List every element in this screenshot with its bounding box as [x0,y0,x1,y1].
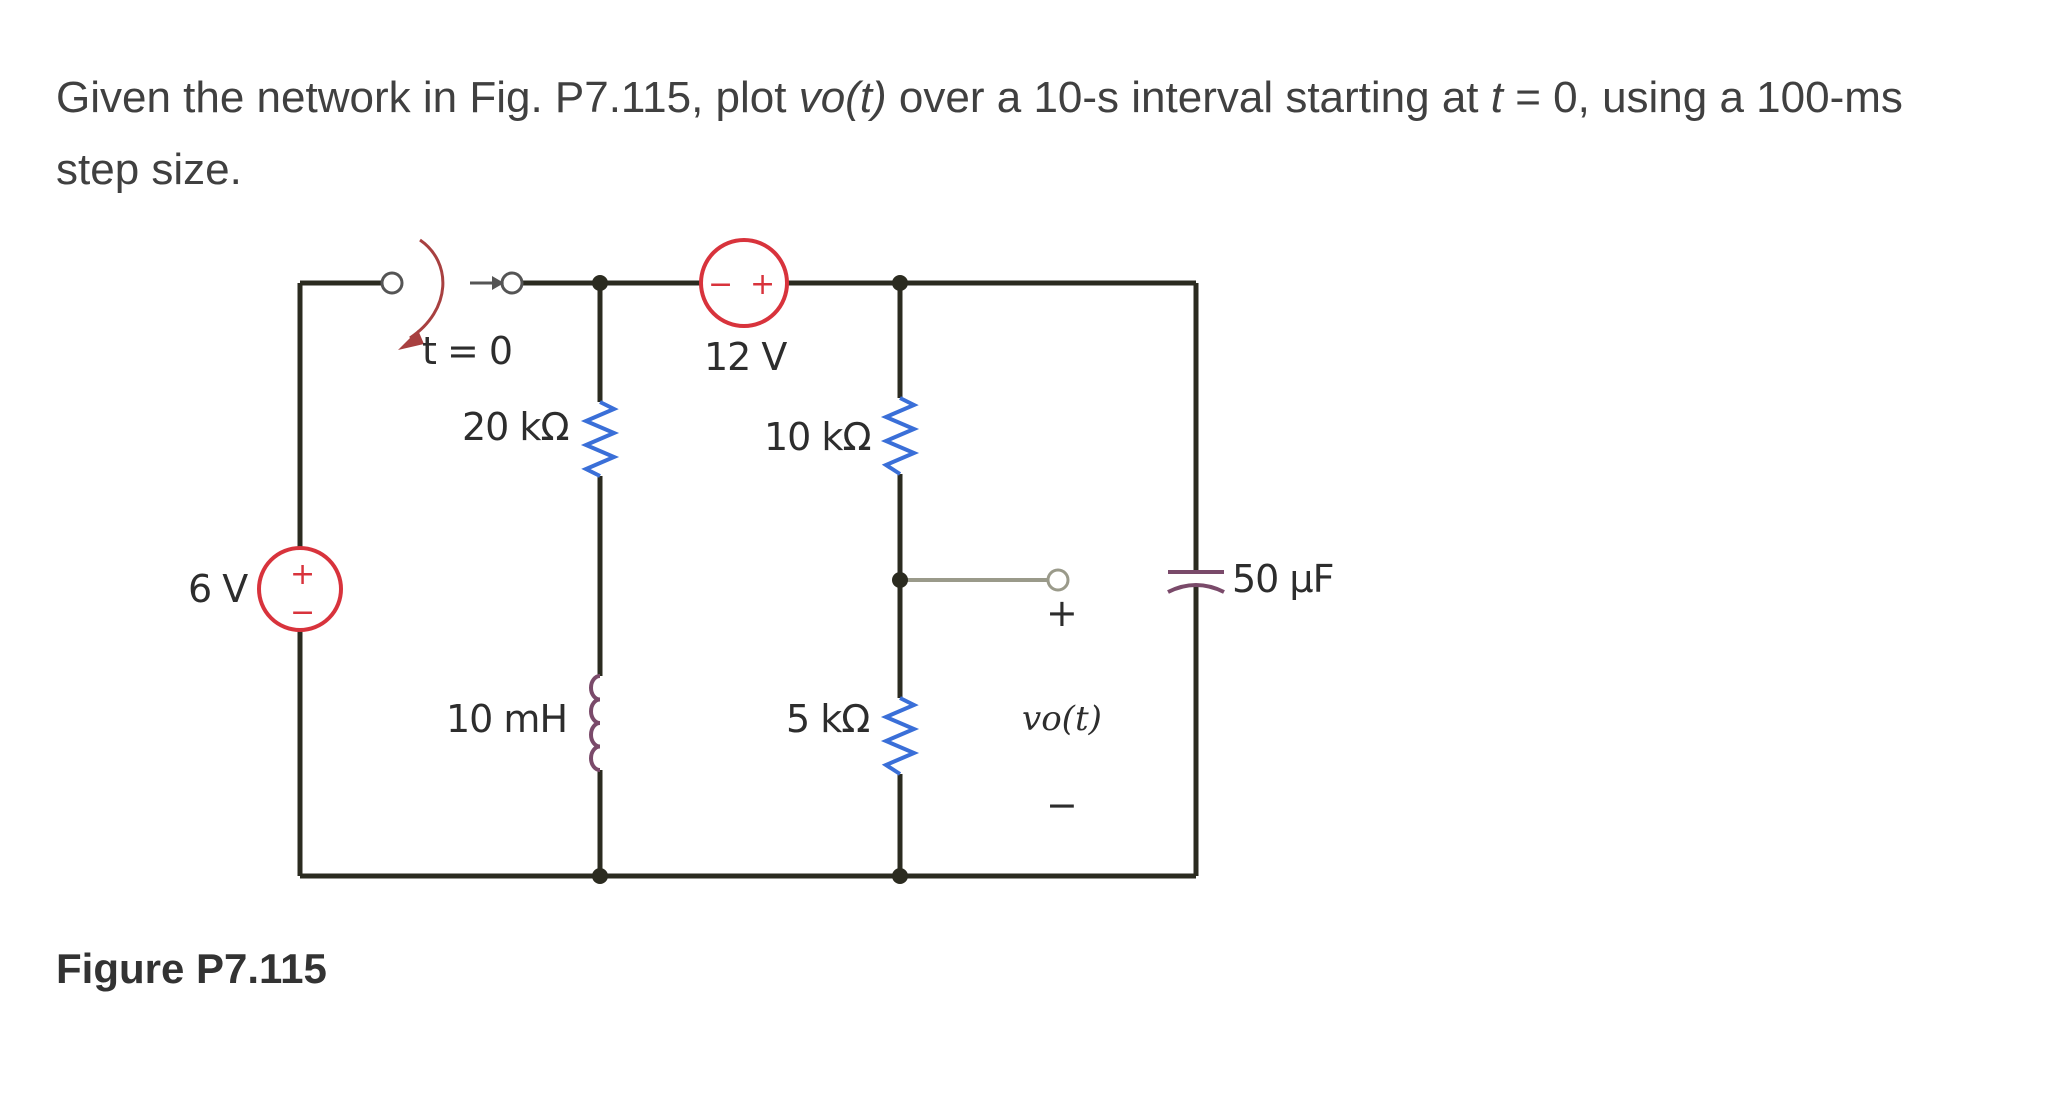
source-top-minus: − [708,267,733,302]
junction-dots [592,275,908,884]
source-left-value: 6 V [188,567,248,611]
resistor-20k-icon [580,400,620,478]
problem-text-1: Given the network in Fig. P7.115, plot [56,73,799,122]
circuit-wires [297,280,1199,879]
switch-time-label: t = 0 [422,329,512,373]
resistor-10k-icon [880,396,920,476]
inductor-label: 10 mH [446,697,567,741]
problem-text-3: = 0, using a 100-ms step size. [56,73,1903,194]
source-left-minus: − [290,595,315,630]
voltage-source-top-icon [699,238,789,328]
voltage-source-left-icon [257,546,343,632]
output-terminal-icon [1046,568,1070,592]
output-minus-sign: − [1046,783,1077,827]
source-top-plus: + [750,267,775,302]
output-plus-sign: + [1046,591,1077,635]
resistor-5k-label: 5 kΩ [786,697,869,741]
source-left-plus: + [290,557,315,592]
problem-text-2: over a 10-s interval starting at [886,73,1491,122]
inductor-icon [589,674,601,772]
output-voltage-label: vo(t) [1022,699,1102,739]
problem-statement: Given the network in Fig. P7.115, plot v… [56,62,1986,206]
figure-caption: Figure P7.115 [56,945,327,992]
resistor-5k-icon [880,696,920,776]
source-top-value: 12 V [704,335,787,379]
resistor-20k-label: 20 kΩ [462,405,568,449]
output-function: vo(t) [798,73,887,122]
capacitor-label: 50 µF [1232,557,1333,601]
resistor-10k-label: 10 kΩ [764,415,870,459]
capacitor-icon [1167,570,1225,594]
time-variable: t [1490,73,1503,122]
switch-icon [380,238,524,350]
